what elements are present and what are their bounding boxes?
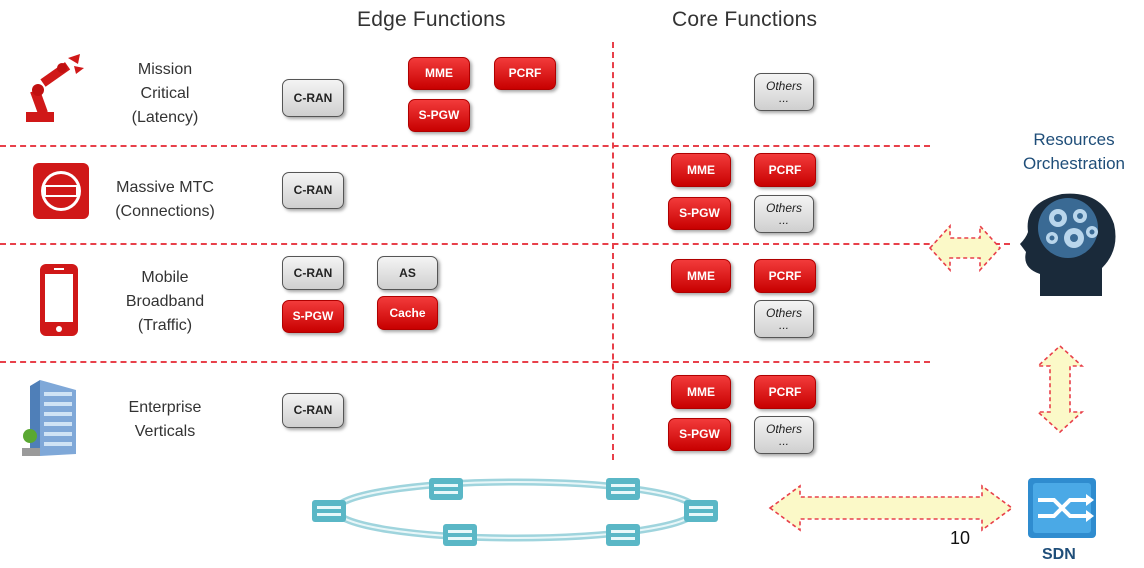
office-building-icon	[22, 380, 76, 456]
mme-box: MME	[671, 375, 731, 409]
edge-core-divider	[612, 42, 614, 460]
c-ran-box: C-RAN	[282, 79, 344, 117]
c-ran-box: C-RAN	[282, 256, 344, 290]
c-ran-box: C-RAN	[282, 393, 344, 428]
others-label: Others	[765, 306, 802, 320]
row-divider	[0, 243, 1010, 245]
row-divider	[0, 361, 930, 363]
s-pgw-box: S-PGW	[282, 300, 344, 333]
row-label-line: Critical	[140, 85, 190, 102]
pcrf-box: PCRF	[494, 57, 556, 90]
sdn-label: SDN	[1042, 546, 1076, 563]
row-label-line: Broadband	[125, 293, 205, 310]
orchestration-label: Resources Orchestration	[1004, 128, 1144, 176]
others-ellipsis: ...	[778, 434, 789, 448]
s-pgw-box: S-PGW	[668, 418, 731, 451]
others-box: Others ...	[754, 300, 814, 338]
core-functions-heading: Core Functions	[672, 8, 818, 31]
row-label-line: Enterprise	[128, 399, 202, 416]
others-box: Others ...	[754, 73, 814, 111]
row-label-line: Mission	[137, 61, 193, 78]
network-ring	[312, 478, 718, 546]
meter-icon	[33, 163, 89, 219]
others-label: Others	[765, 79, 802, 93]
orchestration-label-line: Resources	[1033, 130, 1115, 149]
s-pgw-box: S-PGW	[408, 99, 470, 132]
row-label-line: (Latency)	[131, 109, 199, 126]
row-label-line: (Connections)	[115, 203, 215, 220]
sdn-switch-icon	[1028, 478, 1096, 538]
others-ellipsis: ...	[778, 318, 789, 332]
others-ellipsis: ...	[778, 213, 789, 227]
cache-box: Cache	[377, 296, 438, 330]
row-label-mobile-broadband: Mobile Broadband (Traffic)	[95, 266, 235, 338]
row-label-line: Mobile	[141, 269, 189, 286]
row-label-mission-critical: Mission Critical (Latency)	[95, 58, 235, 130]
orchestration-label-line: Orchestration	[1022, 154, 1126, 173]
s-pgw-box: S-PGW	[668, 197, 731, 230]
mme-box: MME	[671, 153, 731, 187]
row-label-enterprise-verticals: Enterprise Verticals	[95, 396, 235, 444]
others-box: Others ...	[754, 416, 814, 454]
pcrf-box: PCRF	[754, 259, 816, 293]
brain-gears-icon	[1020, 193, 1116, 296]
bidirectional-arrow	[1035, 344, 1085, 434]
row-label-massive-mtc: Massive MTC (Connections)	[95, 176, 235, 224]
edge-functions-heading: Edge Functions	[357, 8, 506, 31]
row-label-line: (Traffic)	[137, 317, 193, 334]
others-label: Others	[765, 201, 802, 215]
bidirectional-arrow	[768, 484, 1014, 532]
row-label-line: Massive MTC	[116, 179, 214, 196]
mme-box: MME	[671, 259, 731, 293]
bidirectional-arrow	[928, 223, 1002, 273]
row-divider	[0, 145, 930, 147]
others-box: Others ...	[754, 195, 814, 233]
page-number: 10	[950, 528, 971, 548]
others-label: Others	[765, 422, 802, 436]
others-ellipsis: ...	[778, 91, 789, 105]
mme-box: MME	[408, 57, 470, 90]
mobile-phone-icon	[40, 264, 78, 336]
c-ran-box: C-RAN	[282, 172, 344, 209]
pcrf-box: PCRF	[754, 375, 816, 409]
robot-arm-icon	[26, 54, 84, 122]
pcrf-box: PCRF	[754, 153, 816, 187]
as-box: AS	[377, 256, 438, 290]
network-switch-icon	[312, 478, 718, 546]
row-label-line: Verticals	[134, 423, 196, 440]
